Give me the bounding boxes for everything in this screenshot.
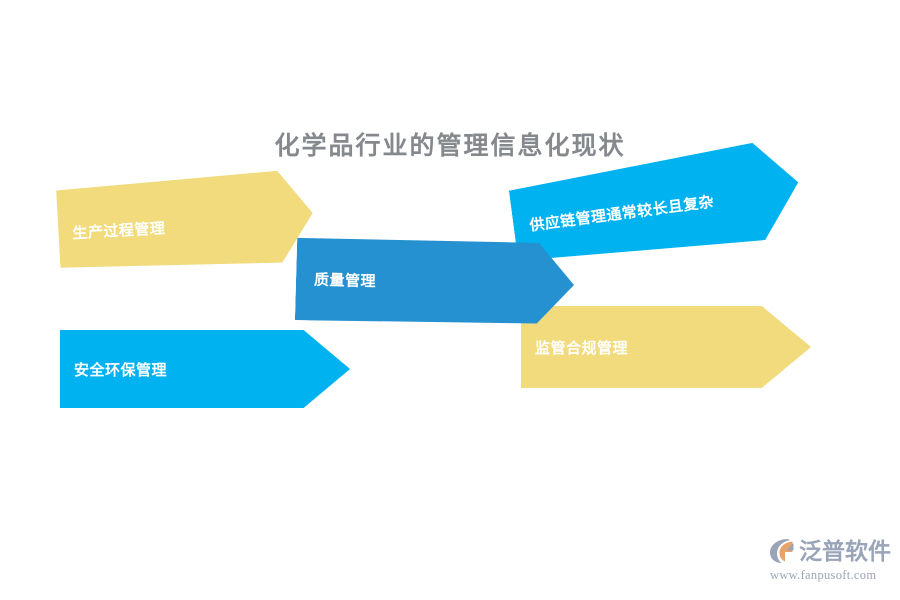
watermark-brand-name: 泛普软件 <box>799 538 891 564</box>
diagram-item-safety: 安全环保管理 <box>60 330 350 408</box>
diagram-item-quality: 质量管理 <box>295 236 575 328</box>
diagram-item-supply-chain-label: 供应链管理通常较长且复杂 <box>528 192 716 235</box>
watermark-logo: 泛普软件 www.fanpusoft.com <box>768 535 894 587</box>
watermark-logo-row: 泛普软件 <box>768 535 894 567</box>
fanpu-logo-icon <box>768 536 798 566</box>
diagram-item-safety-label: 安全环保管理 <box>74 361 168 379</box>
diagram-item-production-label: 生产过程管理 <box>71 219 166 242</box>
watermark-website: www.fanpusoft.com <box>770 568 877 582</box>
diagram-item-compliance-label: 监管合规管理 <box>535 339 629 357</box>
diagram-item-compliance: 监管合规管理 <box>521 306 811 388</box>
diagram-item-production: 生产过程管理 <box>56 169 316 275</box>
diagram-item-quality-label: 质量管理 <box>313 271 377 290</box>
page-title: 化学品行业的管理信息化现状 <box>274 132 626 160</box>
